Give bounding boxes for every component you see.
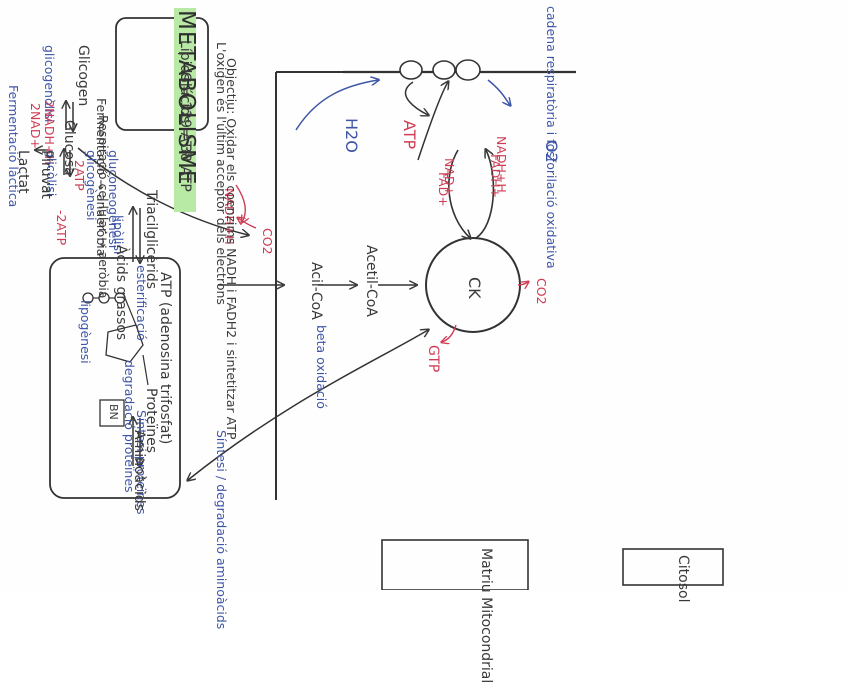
aminoacids-label: Aminoàcids bbox=[131, 430, 147, 511]
cadena-label: cadena respiratòria i fosforilació oxida… bbox=[544, 6, 559, 269]
metabolism-notes-page: METABOLISME Glicogen glicogenòlisi glico… bbox=[0, 6, 724, 683]
h2o-label: H2O bbox=[342, 118, 361, 153]
acil-coa-label: Acil-CoA bbox=[308, 262, 324, 320]
cofactor-loop-path-2 bbox=[448, 149, 470, 238]
red-2nad-label: 2NAD+ bbox=[28, 103, 43, 149]
cytosol-label: Citosol bbox=[675, 555, 691, 603]
matrix-label-box bbox=[381, 539, 529, 590]
acids-grassos-label: Àcids grassos bbox=[113, 245, 129, 341]
cytosol-label-box bbox=[622, 548, 724, 586]
beta-oxidacio-label: beta oxidació bbox=[314, 325, 329, 409]
atp-structure-box bbox=[49, 257, 181, 499]
complex-1-shape bbox=[455, 59, 481, 81]
energy-totals-box bbox=[115, 17, 209, 131]
cofactor-loop-path bbox=[475, 150, 495, 239]
objectiu-note: Objectiu: Oxidar els coenzims NADH i FAD… bbox=[224, 58, 239, 440]
co2-red-arrow bbox=[238, 218, 257, 229]
fadh-label: FADH+ bbox=[488, 154, 503, 199]
red-2atp-label: 2ATP bbox=[72, 160, 87, 191]
red-co2-label: CO2 bbox=[260, 228, 275, 255]
gtp-red-arrow bbox=[442, 324, 457, 342]
ck-co2-red-arrow bbox=[517, 282, 528, 285]
lipogenesi-label: lipogènesi bbox=[78, 300, 93, 364]
diagram-lines bbox=[0, 17, 724, 590]
piruvat-acetilcoa-arrow bbox=[77, 147, 248, 235]
acetil-coa-label: Acetil-CoA bbox=[363, 245, 379, 317]
ck-co2-label: CO2 bbox=[534, 278, 549, 305]
glucids-label: Glúcids = 38 ATP bbox=[177, 72, 193, 192]
base-label: BN bbox=[107, 404, 120, 420]
sintesi-degradacio-label: Síntesi / degradació aminoàcids bbox=[214, 430, 229, 630]
respiracio-note: Respiració cel·lular → aeròbia bbox=[96, 115, 111, 299]
ck-label: CK bbox=[465, 277, 484, 299]
ribose-pentagon-shape bbox=[105, 324, 144, 363]
piruvat-label: Piruvat bbox=[38, 150, 54, 200]
ribose-to-base bbox=[142, 354, 149, 386]
red-minus2atp-label: -2ATP bbox=[54, 210, 69, 246]
atp-synthase-arrow bbox=[404, 81, 428, 115]
phosphate-to-ribose bbox=[124, 297, 137, 326]
atp-structure-title: ATP (adenosina trifosfat) bbox=[157, 272, 173, 445]
fermentacio-label: Fermentació làctica bbox=[6, 85, 21, 208]
glicogen-label: Glicogen bbox=[75, 45, 91, 107]
esterificacio-label: esterificació bbox=[134, 265, 149, 341]
complex-2-shape bbox=[432, 60, 456, 80]
rotated-sheet: METABOLISME Glicogen glicogenòlisi glico… bbox=[0, 6, 724, 683]
base-box-shape bbox=[99, 399, 125, 427]
aminoacids-to-ck-arrow bbox=[188, 330, 428, 480]
fad-label: FAD+ bbox=[436, 172, 451, 207]
h2o-arrow bbox=[487, 79, 510, 105]
matrix-label: Matriu Mitocondrial bbox=[478, 548, 494, 683]
atp-label: ATP bbox=[400, 120, 419, 150]
o2-to-h2o-arrow bbox=[295, 80, 378, 131]
nadh-to-complex-arrow bbox=[417, 82, 448, 161]
complex-3-shape bbox=[399, 60, 423, 80]
gtp-label: GTP bbox=[425, 345, 441, 373]
